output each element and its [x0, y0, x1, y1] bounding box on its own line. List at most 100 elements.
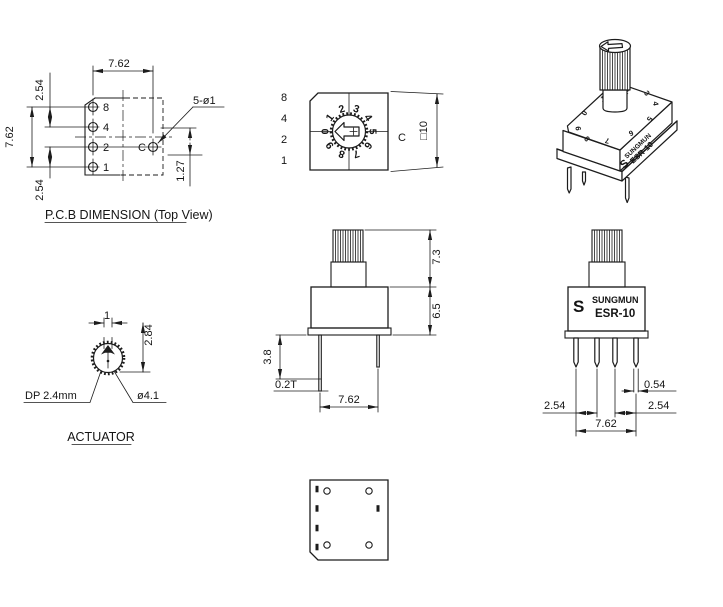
rotary-top-view: 0 1 2 3 4 5 6 7 8 9 8 4 2 1 C	[281, 91, 444, 172]
top-pin-labels: 8 4 2 1 C	[281, 92, 406, 167]
iso-base-and-pins	[556, 120, 678, 204]
side-pin-right	[376, 334, 380, 368]
pcb-dim-offset: 1.27	[160, 127, 203, 187]
sungmun-logo: S	[573, 297, 584, 316]
front-shaft	[588, 229, 626, 288]
actuator-view-title: ACTUATOR	[67, 430, 135, 445]
front-body	[564, 286, 649, 368]
front-pin	[573, 337, 579, 368]
front-dim-pin-span: 7.62	[575, 418, 637, 434]
pcb-dim-top-width: 7.62	[92, 58, 154, 134]
bottom-mount-holes	[323, 487, 373, 549]
dial-number: 0	[320, 128, 332, 134]
side-body	[307, 286, 392, 392]
front-model-text: ESR-10	[595, 308, 635, 320]
iso-pin	[624, 176, 630, 204]
side-dim-pin-thickness: 0.2T	[273, 379, 329, 392]
dial-number: 4	[651, 101, 660, 107]
side-pin-left	[318, 334, 322, 392]
iso-shaft	[598, 38, 632, 113]
dial-number: 9	[323, 139, 336, 151]
dial-pointer-arrow	[334, 121, 360, 142]
actuator-callouts: DP 2.4mm ø4.1	[23, 370, 167, 404]
dim-label: 6.5	[431, 303, 443, 318]
dim-label: 7.62	[338, 394, 359, 406]
side-dim-pin-span: 7.62	[319, 368, 379, 413]
pcb-title-text: P.C.B DIMENSION (Top View)	[45, 208, 213, 222]
front-dim-pitch-right: 2.54	[614, 368, 677, 437]
dial-number: 7	[351, 147, 360, 160]
side-view: 7.3 6.5 3.8 0.2T 7.62	[262, 229, 443, 413]
pcb-dim-left: 7.62 2.54 2.54	[4, 72, 53, 201]
pcb-holes	[26, 98, 162, 176]
pcb-pin-4: 4	[103, 122, 109, 134]
pcb-pin-labels: 8 4 2 1 C	[103, 102, 146, 174]
front-brand-text: SUNGMUN	[592, 295, 639, 305]
bottom-view	[309, 479, 389, 561]
dim-label: □10	[418, 121, 430, 140]
dial-number: 2	[337, 103, 346, 116]
front-view: S SUNGMUN ESR-10 0.54 2.54 2.54	[542, 229, 677, 437]
dial-number: 6	[627, 128, 634, 138]
pcb-pin-1: 1	[103, 162, 109, 174]
top-dial-knob	[329, 112, 369, 151]
dim-label: 1	[104, 310, 110, 322]
front-pin	[633, 337, 639, 368]
front-dim-pitch-left: 2.54	[542, 368, 598, 437]
dial-number: 6	[361, 139, 374, 151]
dim-label: 7.62	[108, 58, 129, 70]
bottom-pin-slots	[315, 485, 380, 551]
actuator-view: 1 2.84 DP 2.4mm ø4.1 ACTUATOR	[23, 310, 167, 445]
actuator-title-text: ACTUATOR	[67, 430, 135, 444]
front-pin	[594, 337, 600, 368]
side-dims-right: 7.3 6.5	[364, 229, 443, 336]
dial-number: 5	[645, 115, 655, 123]
top-pin-4: 4	[281, 113, 287, 125]
dial-number: 0	[579, 109, 589, 117]
isometric-view: 0 1 2 3 4 5 6 7 8 9 S SUNGMUN ESR-10	[556, 38, 678, 204]
top-dim-body: □10	[390, 91, 444, 172]
pcb-pin-c: C	[138, 142, 146, 154]
dial-number: 5	[366, 129, 378, 135]
dim-label: 1.27	[175, 160, 187, 181]
front-brand: S SUNGMUN ESR-10	[573, 295, 639, 320]
top-pin-c: C	[398, 132, 406, 144]
actuator-arrow	[101, 345, 115, 355]
iso-pin	[566, 166, 572, 194]
dim-label: 2.54	[544, 400, 565, 412]
dim-label: 7.62	[4, 126, 16, 147]
dim-label: 0.54	[644, 379, 665, 391]
dim-label: 0.2T	[275, 379, 297, 391]
top-dial-numbers: 0 1 2 3 4 5 6 7 8 9	[320, 103, 379, 161]
iso-knob-slot-arrow	[600, 41, 624, 52]
dial-number: 8	[582, 134, 591, 143]
top-pin-8: 8	[281, 92, 287, 104]
dial-number: 8	[337, 147, 346, 160]
front-pin	[612, 337, 618, 368]
dim-label: 7.3	[431, 249, 443, 264]
dim-label: 7.62	[595, 418, 616, 430]
dim-label: 3.8	[262, 349, 274, 364]
iso-body	[562, 81, 673, 172]
actuator-dim-slot-width: 1	[88, 310, 128, 328]
iso-pin	[581, 171, 587, 186]
dim-label: 2.54	[34, 179, 46, 200]
pcb-pin-8: 8	[103, 102, 109, 114]
dial-number: 3	[642, 89, 651, 98]
dial-number: 7	[604, 136, 610, 146]
pcb-hole-callout: 5-ø1	[157, 95, 225, 144]
dial-number: 4	[361, 112, 374, 124]
top-pin-1: 1	[281, 155, 287, 167]
side-dim-pin-length: 3.8	[262, 334, 322, 380]
dial-number: 9	[574, 126, 583, 131]
dim-label: 2.54	[34, 79, 46, 100]
dim-label: 2.84	[143, 324, 155, 345]
actuator-diameter-label: ø4.1	[137, 390, 159, 402]
dial-number: 3	[352, 103, 361, 116]
dial-number: 1	[324, 112, 337, 124]
dim-label: 2.54	[648, 400, 669, 412]
actuator-dim-offset: 2.84	[119, 322, 155, 373]
pcb-dimension-view: 8 4 2 1 C 7.62 7.62 2.54 2.54	[4, 58, 225, 223]
actuator-knob	[90, 337, 126, 376]
